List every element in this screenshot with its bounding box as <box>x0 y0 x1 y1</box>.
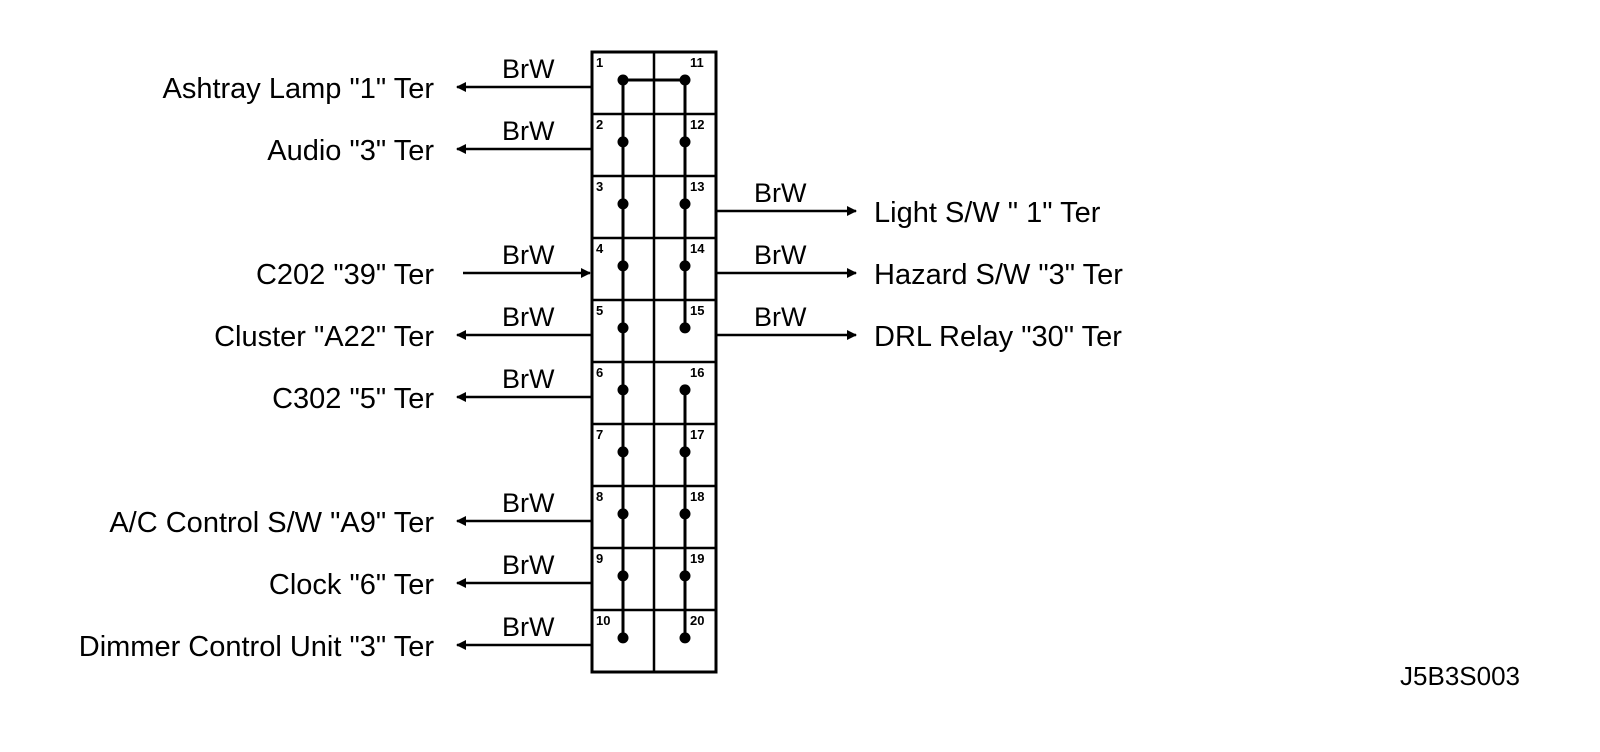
terminal-label-pin-8: A/C Control S/W "A9" Ter <box>109 507 434 539</box>
pin-dot-15 <box>679 322 691 334</box>
pin-number-5: 5 <box>596 303 603 318</box>
figure-code: J5B3S003 <box>1400 661 1520 691</box>
pin-number-20: 20 <box>690 613 704 628</box>
terminal-label-pin-15: DRL Relay "30" Ter <box>874 321 1122 353</box>
pin-number-6: 6 <box>596 365 603 380</box>
pin-number-3: 3 <box>596 179 603 194</box>
wire-color-label: BrW <box>502 364 555 394</box>
pin-dot-11 <box>679 74 691 86</box>
wire-color-label: BrW <box>502 116 555 146</box>
pin-number-9: 9 <box>596 551 603 566</box>
wire-color-label: BrW <box>754 178 807 208</box>
terminal-label-pin-5: Cluster "A22" Ter <box>214 321 434 353</box>
pin-number-8: 8 <box>596 489 603 504</box>
pin-dot-12 <box>679 136 691 148</box>
pin-number-18: 18 <box>690 489 704 504</box>
pin-dot-13 <box>679 198 691 210</box>
pin-dot-3 <box>617 198 629 210</box>
wire-color-label: BrW <box>502 240 555 270</box>
pin-number-1: 1 <box>596 55 603 70</box>
terminal-label-pin-9: Clock "6" Ter <box>269 569 434 601</box>
pin-dot-7 <box>617 446 629 458</box>
pin-dot-2 <box>617 136 629 148</box>
pin-dot-4 <box>617 260 629 272</box>
pin-number-14: 14 <box>690 241 705 256</box>
pin-number-19: 19 <box>690 551 704 566</box>
pin-dot-6 <box>617 384 629 396</box>
pin-number-7: 7 <box>596 427 603 442</box>
wire-color-label: BrW <box>502 488 555 518</box>
pin-number-15: 15 <box>690 303 704 318</box>
wire-color-label: BrW <box>502 612 555 642</box>
terminal-label-pin-13: Light S/W " 1" Ter <box>874 197 1101 229</box>
terminal-label-pin-4: C202 "39" Ter <box>256 259 434 291</box>
pin-number-11: 11 <box>690 55 704 70</box>
pin-dot-9 <box>617 570 629 582</box>
wire-color-label: BrW <box>502 550 555 580</box>
terminal-label-pin-14: Hazard S/W "3" Ter <box>874 259 1123 291</box>
wire-color-label: BrW <box>754 240 807 270</box>
pin-dot-20 <box>679 632 691 644</box>
terminal-label-pin-6: C302 "5" Ter <box>272 383 434 415</box>
pin-number-2: 2 <box>596 117 603 132</box>
wire-color-label: BrW <box>754 302 807 332</box>
pin-dot-1 <box>617 74 629 86</box>
pin-dot-10 <box>617 632 629 644</box>
pin-dot-19 <box>679 570 691 582</box>
pin-number-17: 17 <box>690 427 704 442</box>
pin-number-13: 13 <box>690 179 704 194</box>
terminal-label-pin-10: Dimmer Control Unit "3" Ter <box>79 631 435 663</box>
terminal-label-pin-2: Audio "3" Ter <box>267 135 434 167</box>
pin-dot-14 <box>679 260 691 272</box>
pin-number-4: 4 <box>596 241 604 256</box>
pin-dot-8 <box>617 508 629 520</box>
pin-dot-18 <box>679 508 691 520</box>
wire-color-label: BrW <box>502 54 555 84</box>
pin-dot-17 <box>679 446 691 458</box>
pin-number-10: 10 <box>596 613 610 628</box>
pin-dot-5 <box>617 322 629 334</box>
terminal-label-pin-1: Ashtray Lamp "1" Ter <box>162 73 434 105</box>
wire-color-label: BrW <box>502 302 555 332</box>
pin-number-16: 16 <box>690 365 704 380</box>
pin-dot-16 <box>679 384 691 396</box>
pin-number-12: 12 <box>690 117 704 132</box>
